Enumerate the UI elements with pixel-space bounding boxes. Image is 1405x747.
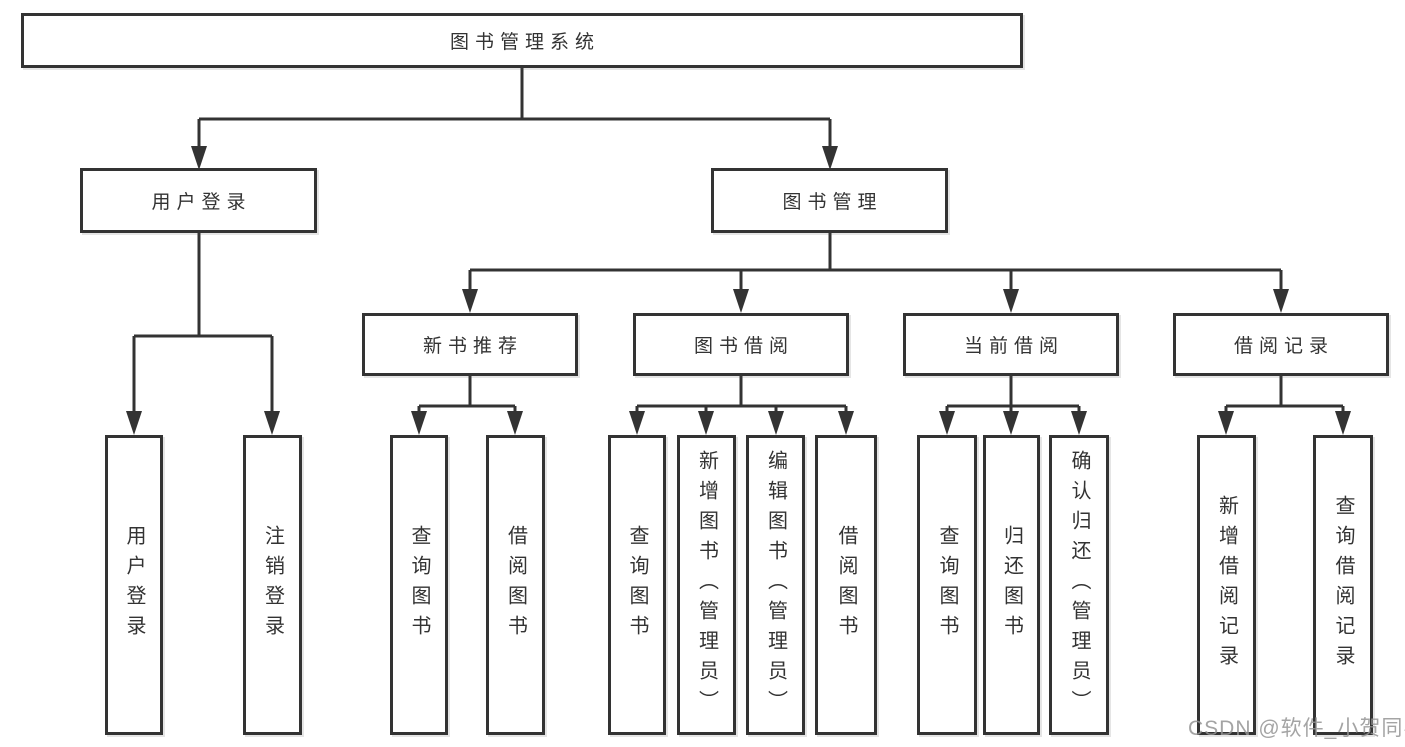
- leaf-label: 注销登录: [261, 525, 284, 645]
- arrow-head: [1003, 411, 1019, 435]
- arrow-head: [629, 411, 645, 435]
- leaf-label: 借阅图书: [835, 525, 857, 645]
- connector-edges: [132, 68, 1345, 415]
- csdn-watermark: CSDN @软件_小贺同学: [1188, 717, 1405, 740]
- arrow-head: [411, 411, 427, 435]
- leaf-logout: 注销登录: [243, 435, 302, 735]
- edge-records-to-leaves: [1224, 375, 1345, 415]
- arrow-head: [1218, 411, 1234, 435]
- arrow-head: [838, 411, 854, 435]
- node-new-book-recommend: 新书推荐: [362, 313, 578, 376]
- leaf-label: 用户登录: [123, 525, 145, 645]
- leaf-label: 查询借阅记录: [1332, 495, 1354, 675]
- arrow-head: [462, 289, 478, 313]
- leaf-label: 借阅图书: [504, 525, 527, 645]
- node-user-login: 用户登录: [80, 168, 317, 233]
- arrow-head: [822, 146, 838, 170]
- edge-current-borrow-to-leaves: [945, 375, 1081, 415]
- arrow-head: [507, 411, 523, 435]
- leaf-label: 归还图书: [1000, 525, 1023, 645]
- leaf-user-login: 用户登录: [105, 435, 163, 735]
- edge-user-login-to-leaves: [132, 233, 274, 415]
- arrowheads: [126, 146, 1351, 435]
- leaf-add-borrow-record: 新增借阅记录: [1197, 435, 1256, 735]
- leaf-query-books-current: 查询图书: [917, 435, 977, 735]
- edge-book-mgmt-to-level3: [468, 233, 1283, 293]
- leaf-borrow-books: 借阅图书: [815, 435, 877, 735]
- arrow-head: [1003, 289, 1019, 313]
- leaf-label: 查询图书: [626, 525, 648, 645]
- leaf-query-books-recommend: 查询图书: [390, 435, 448, 735]
- leaf-return-book: 归还图书: [983, 435, 1040, 735]
- arrow-head: [1071, 411, 1087, 435]
- node-book-management: 图书管理: [711, 168, 948, 233]
- leaf-confirm-return-admin: 确认归还（管理员）: [1049, 435, 1109, 735]
- leaf-edit-book-admin: 编辑图书（管理员）: [746, 435, 805, 735]
- edge-new-books-to-leaves: [417, 375, 517, 415]
- arrow-head: [1335, 411, 1351, 435]
- leaf-add-book-admin: 新增图书（管理员）: [677, 435, 736, 735]
- arrow-head: [126, 411, 142, 435]
- leaf-label: 新增图书（管理员）: [695, 450, 718, 720]
- node-library-system: 图书管理系统: [21, 13, 1023, 68]
- arrow-head: [264, 411, 280, 435]
- edge-book-borrow-to-leaves: [635, 375, 848, 415]
- node-book-borrowing: 图书借阅: [633, 313, 849, 376]
- leaf-label: 查询图书: [408, 525, 430, 645]
- node-current-borrowing: 当前借阅: [903, 313, 1119, 376]
- leaf-label: 编辑图书（管理员）: [764, 450, 787, 720]
- arrow-head: [939, 411, 955, 435]
- arrow-head: [733, 289, 749, 313]
- leaf-query-borrow-record: 查询借阅记录: [1313, 435, 1373, 735]
- edge-root-to-level2: [197, 68, 832, 150]
- leaf-label: 确认归还（管理员）: [1068, 450, 1090, 720]
- leaf-label: 查询图书: [936, 525, 958, 645]
- arrow-head: [191, 146, 207, 170]
- arrow-head: [698, 411, 714, 435]
- leaf-query-books-borrow: 查询图书: [608, 435, 666, 735]
- leaf-borrow-books-recommend: 借阅图书: [486, 435, 545, 735]
- arrow-head: [1273, 289, 1289, 313]
- arrow-head: [768, 411, 784, 435]
- leaf-label: 新增借阅记录: [1215, 495, 1238, 675]
- node-borrowing-records: 借阅记录: [1173, 313, 1389, 376]
